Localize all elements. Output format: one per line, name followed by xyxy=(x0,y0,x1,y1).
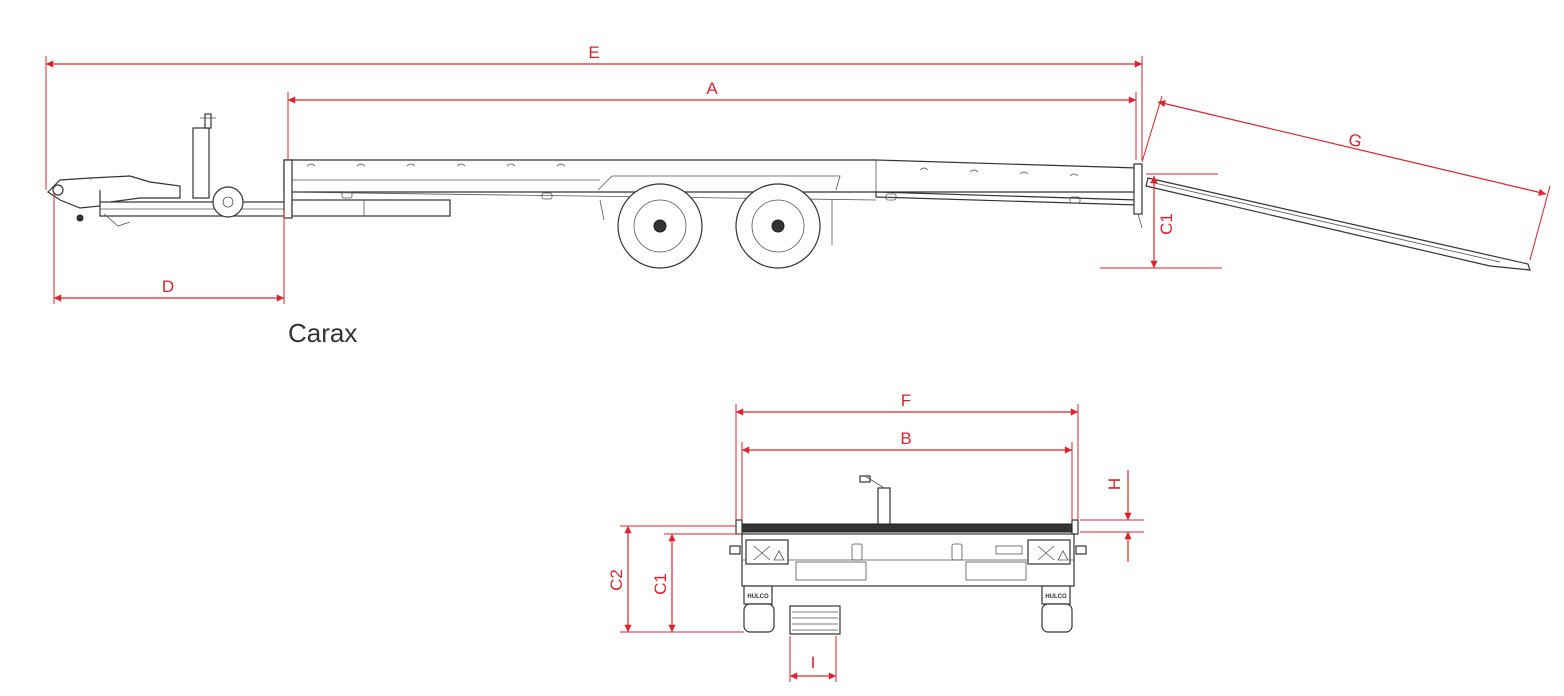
axle-wheels xyxy=(617,183,821,269)
label-C1-side: C1 xyxy=(1157,213,1176,235)
dimension-C2: C2 xyxy=(607,525,744,633)
rear-lights xyxy=(729,539,1087,565)
label-F: F xyxy=(901,391,911,410)
label-C1-rear: C1 xyxy=(651,573,670,595)
loading-ramp xyxy=(1145,177,1531,271)
trailer-deck xyxy=(283,159,1143,245)
label-H: H xyxy=(1105,478,1124,490)
jockey-wheel xyxy=(192,113,244,218)
badge-right: HULCO xyxy=(1045,594,1067,600)
dimension-D: D xyxy=(53,194,285,304)
dimension-H: H xyxy=(1080,470,1144,562)
rear-jockey-wheel xyxy=(859,475,891,531)
label-A: A xyxy=(706,79,718,98)
badge-left: HULCO xyxy=(747,594,769,600)
label-D: D xyxy=(162,277,174,296)
dimension-C1-side: C1 xyxy=(1100,173,1222,269)
side-view: E A G C1 D xyxy=(45,43,1551,304)
label-C2: C2 xyxy=(607,569,626,591)
dimension-A: A xyxy=(287,79,1137,160)
dimension-G: G xyxy=(1141,95,1551,261)
label-B: B xyxy=(900,429,911,448)
label-I: I xyxy=(811,653,816,672)
model-caption: Carax xyxy=(288,318,358,348)
dimension-F: F xyxy=(735,391,1079,520)
dimension-I: I xyxy=(789,636,837,682)
rear-deck-plate xyxy=(737,523,1079,533)
label-E: E xyxy=(588,43,599,62)
drawbar xyxy=(47,175,287,227)
mud-flaps: HULCO HULCO xyxy=(743,585,1071,605)
rear-tyres xyxy=(743,603,1073,635)
dimension-E: E xyxy=(45,43,1143,190)
dimension-C1-rear: C1 xyxy=(651,533,742,632)
dimension-B: B xyxy=(741,429,1073,520)
rear-view: HULCO HULCO F B xyxy=(607,391,1144,682)
label-G: G xyxy=(1347,130,1364,151)
